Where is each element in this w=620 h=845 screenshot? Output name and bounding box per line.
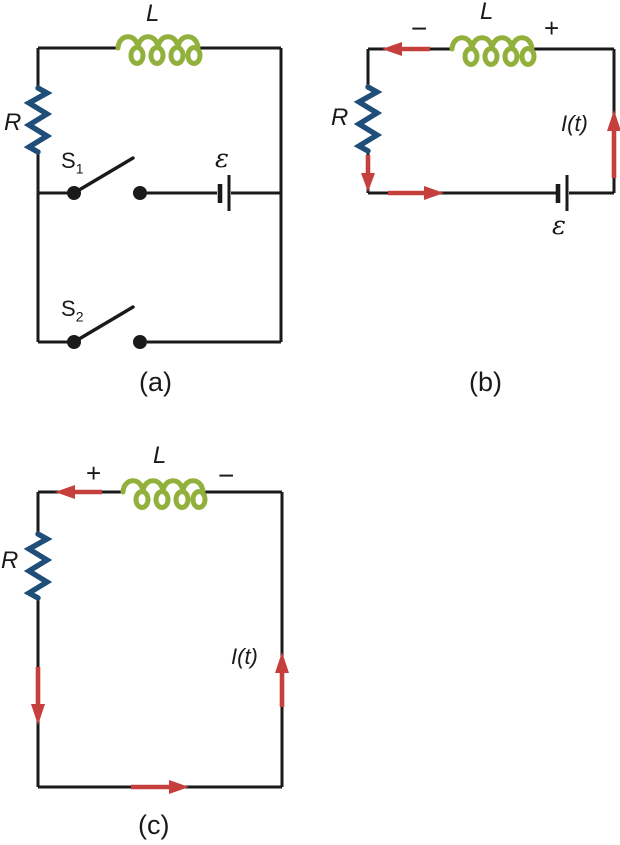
switch-s2-label-base: S	[61, 296, 76, 321]
inductor-c-label: L	[153, 442, 167, 469]
switch-s2-label-sub: 2	[75, 308, 84, 325]
current-arrow-b-bottom-head	[424, 186, 444, 200]
inductor-a-loop	[168, 45, 186, 66]
current-arrow-b-left-head	[361, 173, 375, 192]
inductor-c-minus-sign: −	[218, 460, 235, 491]
inductor-c-plus-sign: +	[86, 458, 102, 488]
inductor-b-label: L	[480, 0, 494, 25]
switch-s2-label: S2	[61, 296, 84, 325]
current-arrow-c-top-head	[55, 485, 75, 499]
inductor-b-loop	[519, 46, 537, 67]
current-arrow-b-right-head	[607, 110, 620, 131]
switch-s1-label-base: S	[61, 148, 76, 173]
switch-s2-terminal-right	[133, 335, 147, 349]
inductor-b-plus-sign: +	[544, 13, 560, 43]
inductor-c-loop	[153, 489, 171, 510]
current-arrow-c-bottom-head	[169, 780, 189, 794]
switch-s1-blade	[72, 156, 135, 195]
resistor-a-zigzag	[23, 85, 53, 155]
current-arrow-c-left-head	[31, 704, 45, 725]
inductor-b-loop	[502, 46, 520, 67]
resistor-a-label: R	[4, 109, 22, 136]
inductor-b-loop	[482, 46, 500, 67]
resistor-b-zigzag	[353, 84, 383, 154]
circuit-b-diagram	[353, 35, 620, 211]
resistor-c-zigzag	[23, 531, 53, 601]
caption-b: (b)	[469, 367, 502, 397]
caption-a: (a)	[139, 367, 172, 397]
resistor-c-label: R	[1, 547, 19, 574]
inductor-a-loop	[148, 45, 166, 66]
inductor-b-loop	[462, 46, 480, 67]
current-c-label: I(t)	[231, 644, 258, 669]
inductor-c-loop	[173, 489, 191, 510]
switch-s2-blade	[72, 305, 135, 344]
circuit-c-diagram	[23, 478, 289, 794]
switch-s1-terminal-right	[133, 186, 147, 200]
emf-a-label: ε	[215, 144, 229, 174]
resistor-b-label: R	[331, 104, 349, 131]
inductor-c-loop	[190, 489, 208, 510]
inductor-a-loop	[128, 45, 146, 66]
current-b-label: I(t)	[561, 111, 588, 136]
circuit-a-diagram	[23, 34, 283, 349]
current-arrow-c-right-head	[275, 652, 289, 673]
caption-c: (c)	[138, 810, 170, 840]
switch-s1-label: S1	[61, 148, 84, 177]
inductor-a-loop	[185, 45, 203, 66]
switch-s1-label-sub: 1	[75, 160, 84, 177]
inductor-a-label: L	[146, 0, 160, 27]
emf-b-label: ε	[552, 211, 566, 241]
inductor-c-loop	[133, 489, 151, 510]
current-arrow-b-top-head	[382, 42, 402, 56]
inductor-b-minus-sign: −	[411, 13, 428, 44]
